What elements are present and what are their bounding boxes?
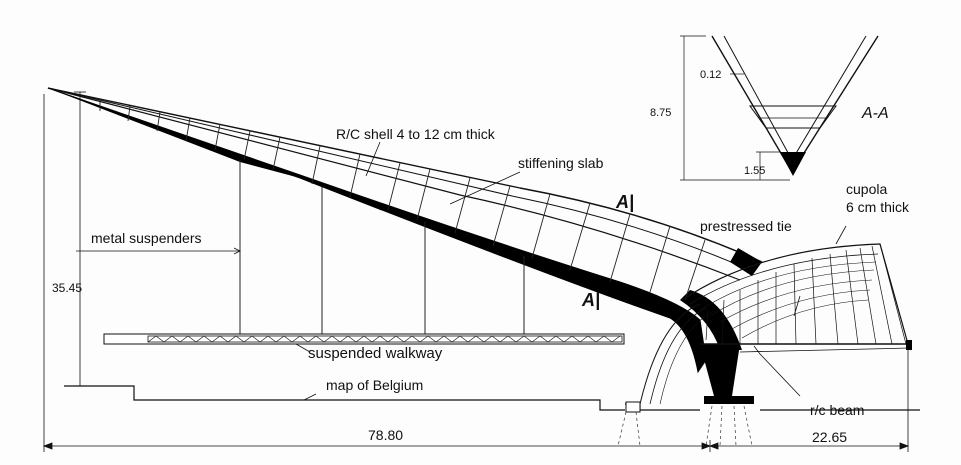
metal-suspenders	[239, 160, 525, 340]
label-metal-suspenders: metal suspenders	[91, 230, 202, 246]
section-aa-inset	[680, 35, 879, 181]
shell-structure	[47, 87, 763, 374]
cupola	[639, 243, 911, 405]
label-section-mark-lower: A|	[581, 290, 600, 310]
dimension-spans	[42, 94, 910, 452]
dimension-height	[74, 91, 86, 387]
floor-line	[64, 385, 920, 411]
walkway	[103, 333, 625, 345]
label-rc-beam: r/c beam	[810, 402, 864, 418]
label-prestressed-tie: prestressed tie	[700, 218, 792, 234]
label-section-title: A-A	[861, 105, 889, 122]
label-walkway: suspended walkway	[308, 345, 443, 362]
label-section-height: 8.75	[650, 107, 671, 119]
cupola-end-post	[906, 340, 912, 350]
leaders	[76, 141, 847, 401]
support-column	[617, 344, 754, 447]
shell-ribs	[99, 99, 706, 301]
label-cupola: cupola	[846, 181, 887, 197]
text-labels: R/C shell 4 to 12 cm thick stiffening sl…	[52, 69, 910, 445]
small-foundation	[625, 401, 641, 413]
label-height: 35.45	[52, 281, 82, 295]
label-section-bottom: 1.55	[744, 165, 765, 177]
label-map: map of Belgium	[326, 377, 423, 393]
label-shell: R/C shell 4 to 12 cm thick	[336, 126, 496, 142]
label-stiffening-slab: stiffening slab	[518, 155, 604, 171]
label-section-mark-upper: A|	[615, 192, 634, 212]
label-span-right: 22.65	[812, 429, 847, 445]
label-cupola-thickness: 6 cm thick	[846, 199, 910, 215]
label-span-left: 78.80	[368, 427, 403, 443]
label-section-thickness: 0.12	[700, 69, 721, 81]
